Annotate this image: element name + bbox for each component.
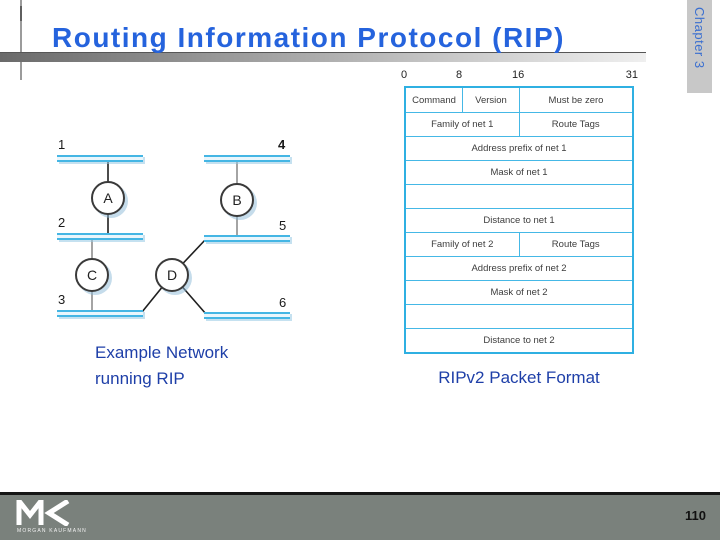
chapter-tab: Chapter 3 [687, 0, 712, 93]
diagram-caption-line2: running RIP [95, 369, 185, 388]
field-distance-net1: Distance to net 1 [483, 215, 555, 226]
field-version: Version [462, 88, 519, 112]
network-segment-6 [204, 312, 290, 319]
router-d: D [155, 258, 189, 292]
diagram-caption-line1: Example Network [95, 343, 229, 362]
bit-label-0: 0 [401, 69, 408, 81]
network-label-5: 5 [279, 218, 287, 233]
network-label-3: 3 [58, 292, 66, 307]
left-accent-line-dark-segment [20, 6, 22, 21]
bit-label-16: 16 [512, 69, 525, 81]
page-number: 110 [685, 508, 706, 523]
table-row [406, 304, 632, 328]
table-row: Distance to net 1 [406, 208, 632, 232]
left-accent-line [20, 0, 22, 80]
network-label-1: 1 [58, 137, 66, 152]
network-segment-5 [204, 235, 290, 242]
packet-caption: RIPv2 Packet Format [438, 368, 600, 387]
network-label-2: 2 [58, 215, 66, 230]
footer-bar: MORGAN KAUFMANN 110 [0, 495, 720, 540]
field-must-be-zero: Must be zero [519, 88, 632, 112]
field-address-prefix-net2: Address prefix of net 2 [471, 263, 567, 274]
chapter-tab-label: Chapter 3 [692, 7, 707, 69]
bit-scale: 0 8 16 31 [401, 69, 638, 83]
field-route-tags2: Route Tags [518, 233, 633, 256]
router-c: C [75, 258, 109, 292]
diagram-caption: Example Network running RIP [95, 340, 228, 392]
network-segment-1 [57, 155, 143, 162]
network-segment-2 [57, 233, 143, 240]
field-mask-net2: Mask of net 2 [490, 287, 548, 298]
ripv2-packet-table: Command Version Must be zero Family of n… [404, 86, 634, 354]
table-row: Address prefix of net 1 [406, 136, 632, 160]
network-label-4: 4 [278, 137, 286, 152]
field-family-net1: Family of net 1 [431, 119, 494, 130]
bit-label-8: 8 [456, 69, 463, 81]
table-row [406, 184, 632, 208]
footer-divider-line [0, 492, 720, 495]
table-row: Family of net 2 Route Tags [406, 232, 632, 256]
morgan-kaufmann-logo-text: MORGAN KAUFMANN [17, 528, 87, 534]
network-label-6: 6 [279, 295, 287, 310]
field-route-tags1: Route Tags [518, 113, 633, 136]
table-row: Command Version Must be zero [406, 88, 632, 112]
table-row: Mask of net 2 [406, 280, 632, 304]
morgan-kaufmann-logo-icon [16, 500, 70, 526]
field-mask-net1: Mask of net 1 [490, 167, 548, 178]
table-row: Family of net 1 Route Tags [406, 112, 632, 136]
field-address-prefix-net1: Address prefix of net 1 [471, 143, 567, 154]
bit-label-31: 31 [625, 69, 638, 81]
field-blank-net2 [406, 305, 632, 328]
table-row: Mask of net 1 [406, 160, 632, 184]
field-distance-net2: Distance to net 2 [483, 335, 555, 346]
field-command: Command [412, 94, 456, 106]
table-row: Address prefix of net 2 [406, 256, 632, 280]
field-blank-net1 [406, 185, 632, 208]
page-title: Routing Information Protocol (RIP) [52, 22, 565, 53]
table-row: Distance to net 2 [406, 328, 632, 352]
title-underline-bar [0, 52, 646, 62]
router-a: A [91, 181, 125, 215]
network-segment-4 [204, 155, 290, 162]
router-b: B [220, 183, 254, 217]
field-family-net2: Family of net 2 [431, 239, 494, 250]
network-segment-3 [57, 310, 143, 317]
